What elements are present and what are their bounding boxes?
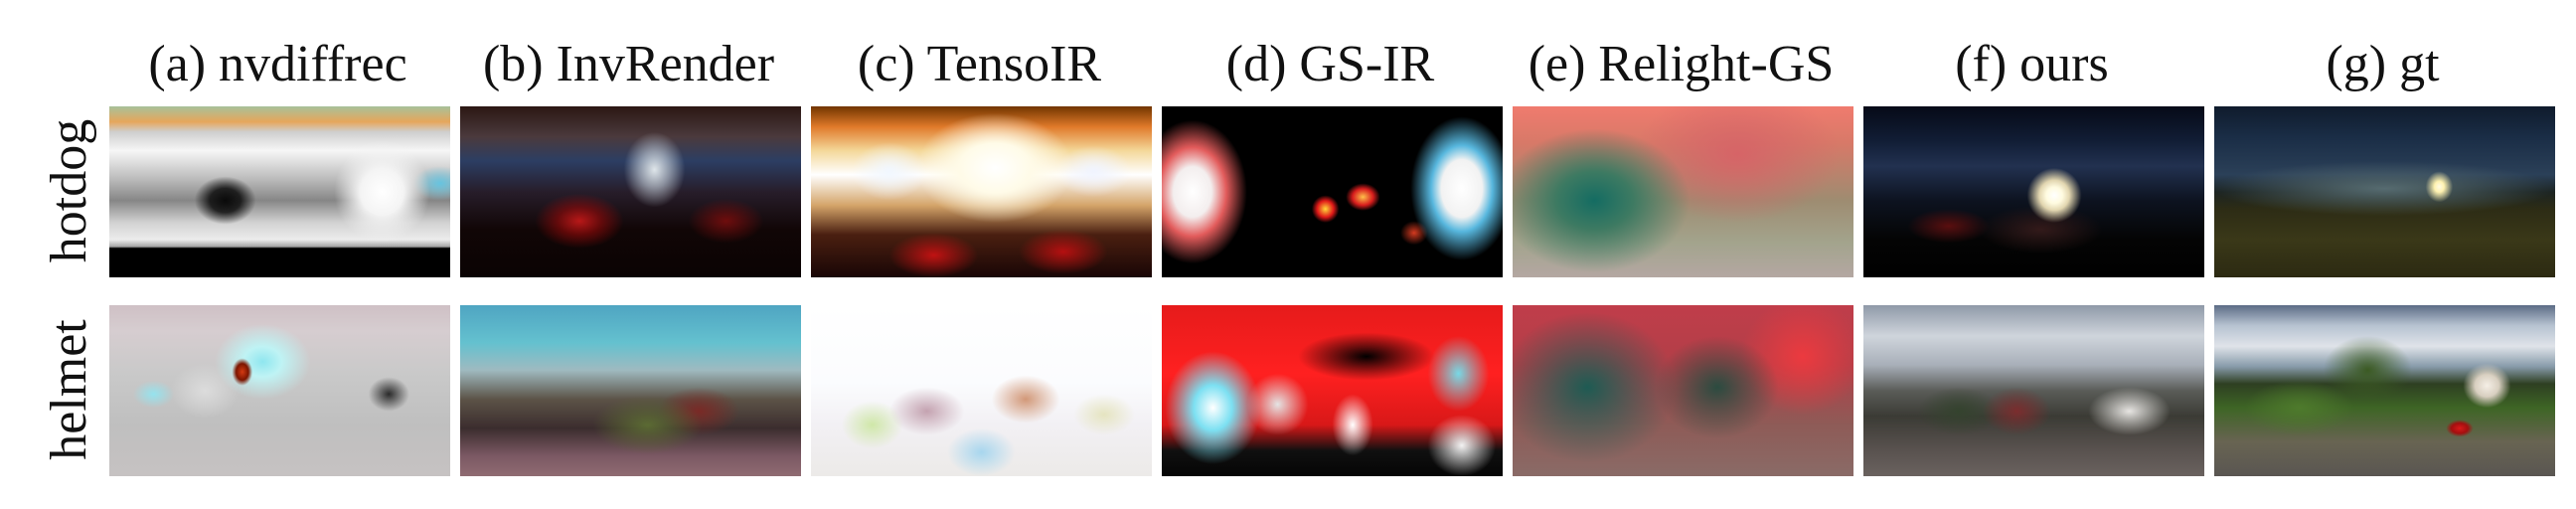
column-header-ours: (f) ours (1955, 36, 2109, 92)
column-header-nvdiffrec: (a) nvdiffrec (148, 36, 407, 92)
column-header-tensoir: (c) TensoIR (857, 36, 1102, 92)
envmap-hotdog-relight-gs (1513, 106, 1853, 277)
envmap-helmet-nvdiffrec (109, 305, 450, 476)
column-header-relight-gs: (e) Relight-GS (1528, 36, 1835, 92)
envmap-hotdog-tensoir (811, 106, 1152, 277)
column-header-gs-ir: (d) GS-IR (1225, 36, 1435, 92)
row-label-hotdog: hotdog (41, 118, 97, 263)
envmap-helmet-gt (2214, 305, 2555, 476)
envmap-hotdog-invrender (460, 106, 801, 277)
row-label-helmet: helmet (41, 319, 97, 460)
envmap-hotdog-gt (2214, 106, 2555, 277)
envmap-helmet-gs-ir (1162, 305, 1503, 476)
envmap-helmet-ours (1863, 305, 2204, 476)
envmap-helmet-relight-gs (1513, 305, 1853, 476)
envmap-hotdog-nvdiffrec (109, 106, 450, 277)
envmap-helmet-invrender (460, 305, 801, 476)
envmap-helmet-tensoir (811, 305, 1152, 476)
column-header-invrender: (b) InvRender (482, 36, 775, 92)
envmap-hotdog-ours (1863, 106, 2204, 277)
envmap-hotdog-gs-ir (1162, 106, 1503, 277)
column-header-gt: (g) gt (2326, 36, 2440, 92)
